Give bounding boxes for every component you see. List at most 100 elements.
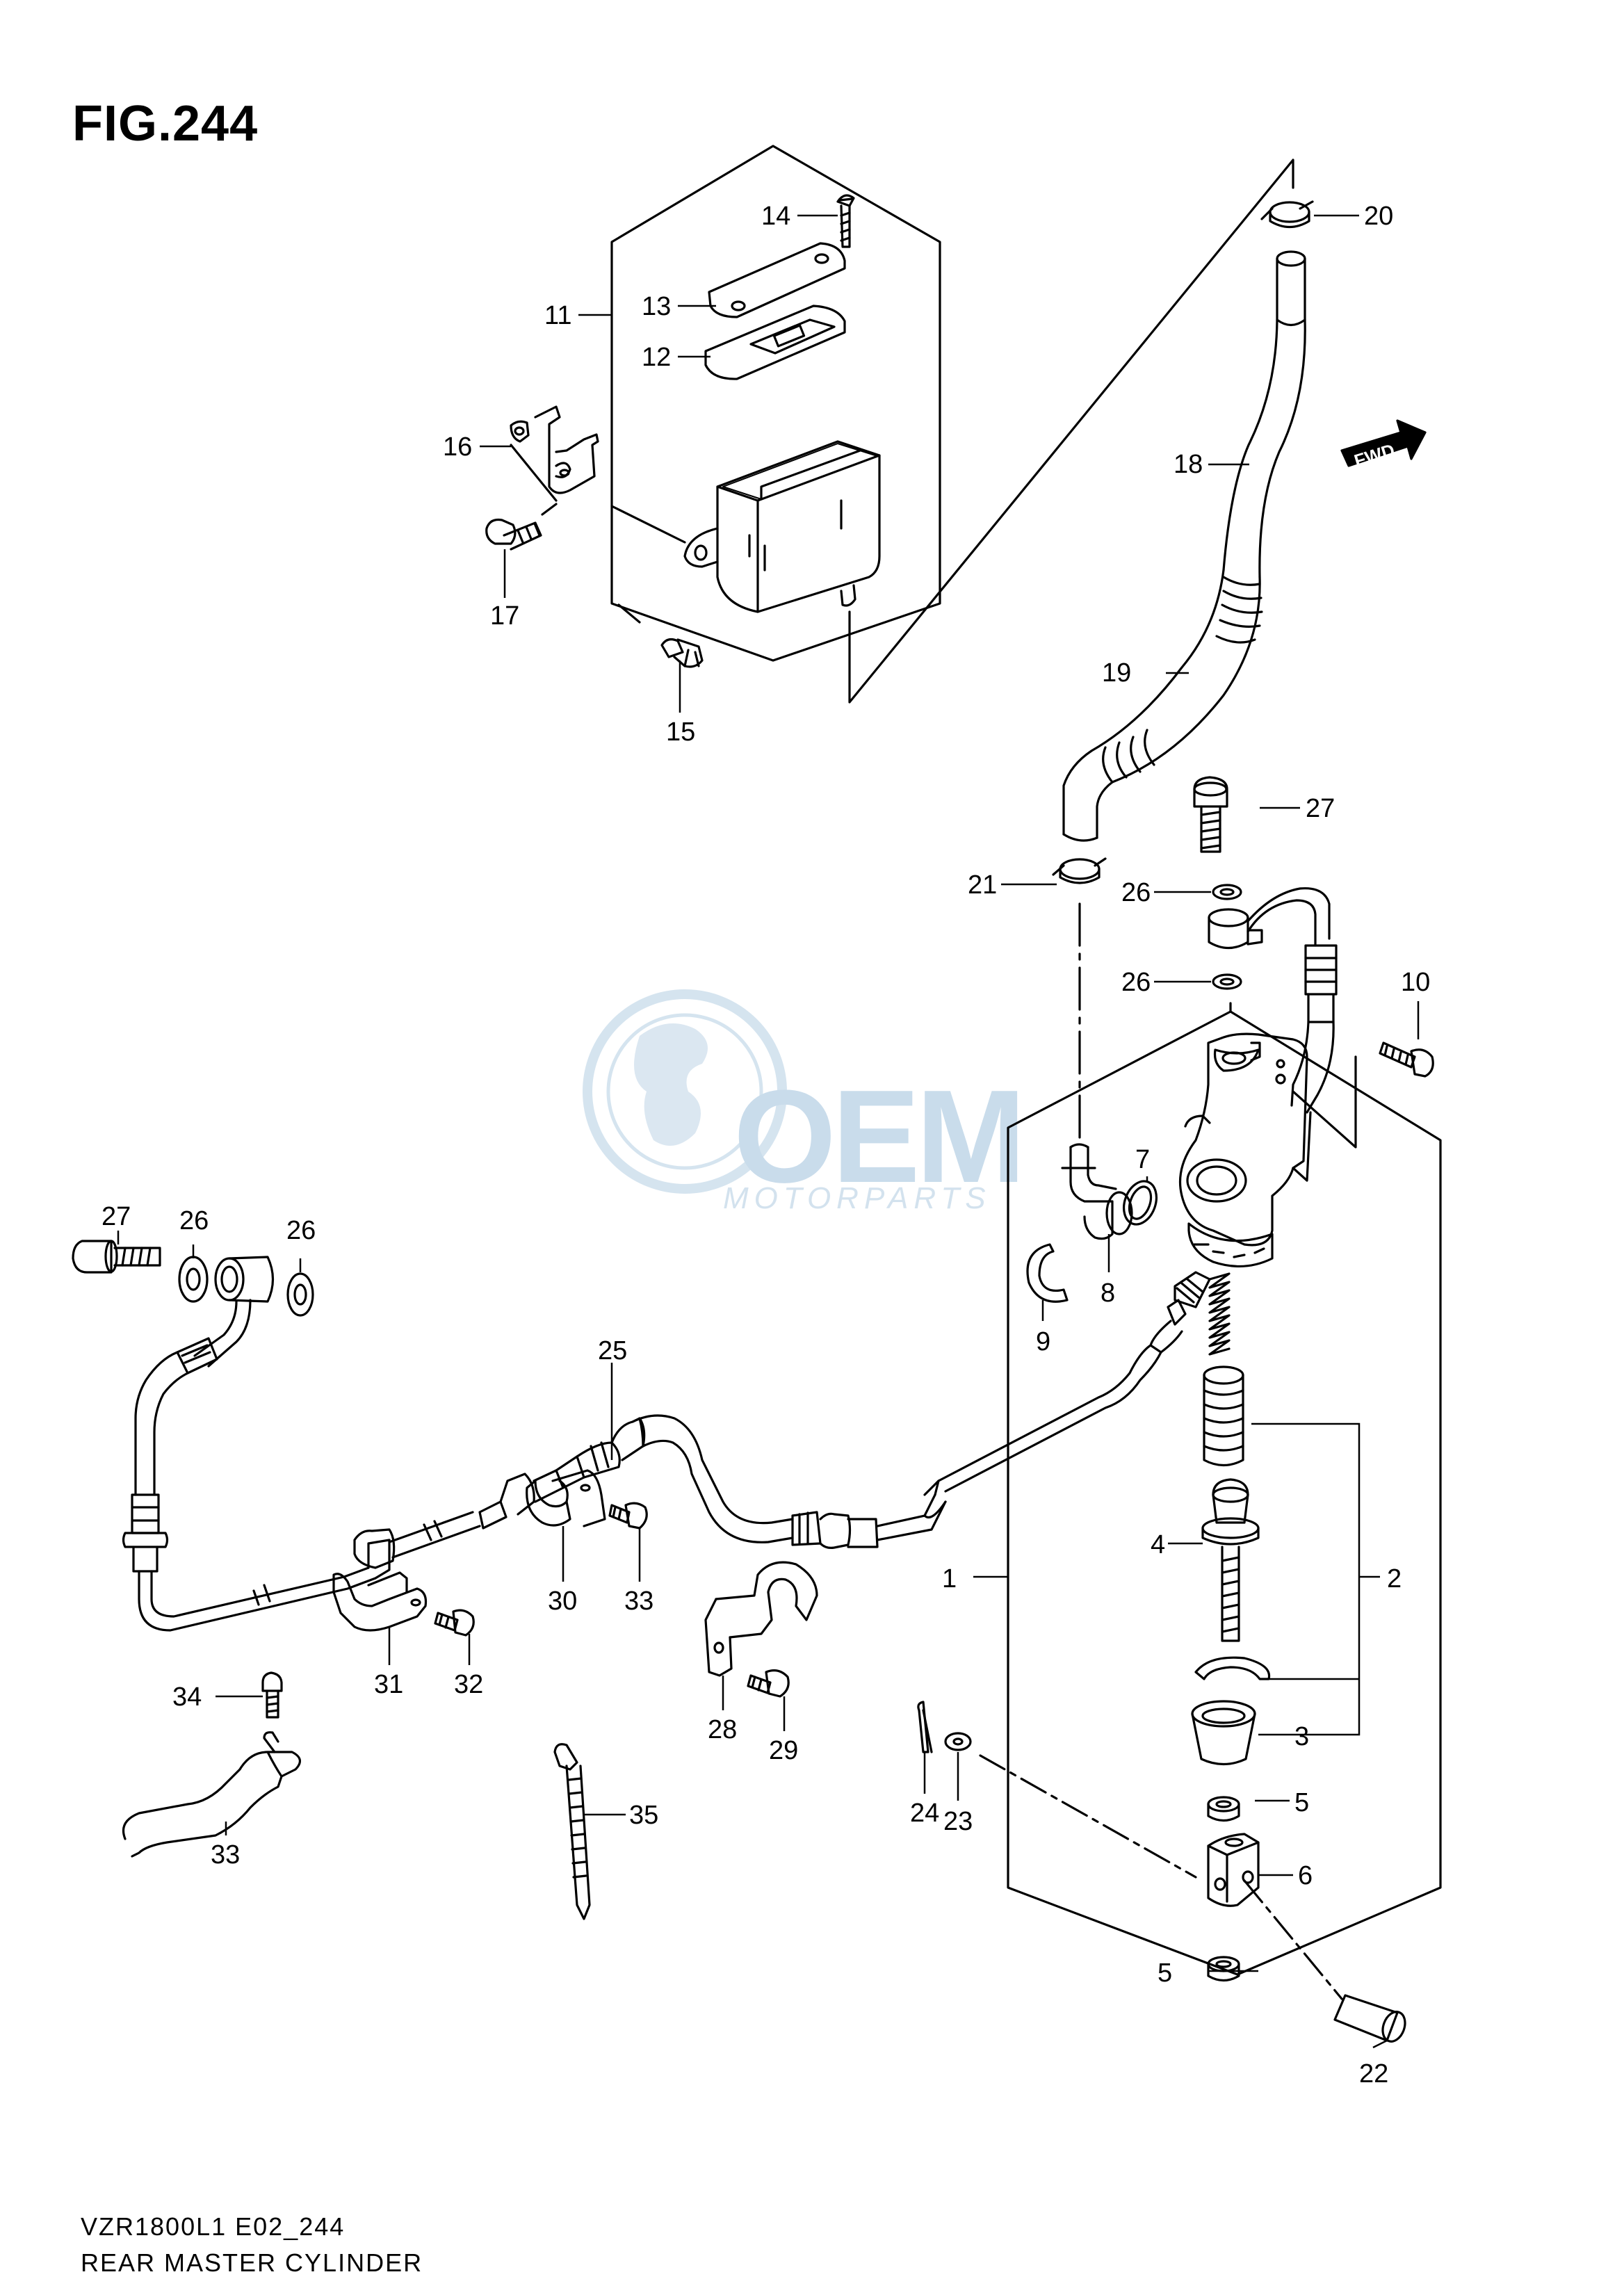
- callout-26-upper-a: 26: [1121, 878, 1151, 907]
- reservoir-group-outline: [610, 145, 941, 662]
- callout-8: 8: [1101, 1279, 1115, 1308]
- clevis-6: [1207, 1833, 1260, 1907]
- screw-14: [836, 194, 855, 248]
- callout-19: 19: [1102, 658, 1131, 688]
- callout-31: 31: [374, 1670, 403, 1699]
- washer-23: [944, 1732, 1197, 1879]
- bolt-10: [1379, 1041, 1434, 1078]
- bolt-17: [485, 503, 558, 551]
- callout-6: 6: [1298, 1861, 1313, 1890]
- washer-26-left-b: [286, 1272, 314, 1317]
- bolt-29: [747, 1669, 790, 1698]
- bolt-32: [434, 1609, 475, 1637]
- fwd-arrow-icon: [1340, 419, 1427, 467]
- pushrod-4: [1201, 1478, 1260, 1642]
- callout-34: 34: [172, 1682, 202, 1712]
- washer-26-upper-a: [1212, 884, 1242, 900]
- hose-fitting-lower: [923, 1271, 1211, 1496]
- callout-12: 12: [642, 343, 671, 372]
- piston-seal-set: [1203, 1365, 1244, 1467]
- callout-32: 32: [454, 1670, 483, 1699]
- callout-15: 15: [666, 717, 695, 747]
- boot-3: [1191, 1700, 1256, 1766]
- clevis-pin-22: [1243, 1879, 1406, 2043]
- banjo-fitting-left: [193, 1256, 275, 1368]
- bolt-33-center: [608, 1502, 648, 1530]
- return-spring: [1208, 1272, 1231, 1356]
- callout-11: 11: [544, 301, 571, 330]
- clamp-31: [332, 1571, 428, 1632]
- callout-3: 3: [1294, 1722, 1309, 1751]
- reservoir-hose-18: [1222, 250, 1306, 578]
- callout-9: 9: [1036, 1327, 1050, 1356]
- callout-14: 14: [761, 202, 790, 231]
- bolt-15: [660, 638, 704, 668]
- callout-21: 21: [968, 870, 997, 900]
- clamp-28: [704, 1561, 818, 1677]
- hose-clamp-21: [1052, 857, 1107, 884]
- callout-30: 30: [548, 1587, 577, 1616]
- callout-17: 17: [490, 601, 519, 631]
- callout-33-center: 33: [624, 1587, 653, 1616]
- assembly-lead-lines: [1229, 1002, 1357, 1149]
- callout-18: 18: [1174, 450, 1203, 479]
- reservoir-bracket-lead: [617, 159, 1294, 704]
- hose-clamp-20: [1260, 200, 1314, 229]
- callout-5-lower: 5: [1158, 1959, 1172, 1988]
- bolt-34: [261, 1671, 283, 1719]
- leader-lines: [117, 214, 1420, 2049]
- master-cylinder-body: [1179, 1032, 1312, 1267]
- callout-26-upper-b: 26: [1121, 968, 1151, 997]
- hose-joint-8: [1061, 1143, 1133, 1240]
- reservoir-body: [610, 440, 881, 613]
- watermark-sub-text: MOTORPARTS: [723, 1181, 991, 1215]
- callout-22: 22: [1359, 2059, 1388, 2089]
- watermark: OEM MOTORPARTS: [583, 989, 1026, 1215]
- callout-2: 2: [1387, 1564, 1402, 1593]
- callout-1: 1: [942, 1564, 957, 1593]
- callout-16: 16: [443, 432, 472, 462]
- callout-5-upper: 5: [1294, 1788, 1309, 1817]
- hose-protector-19: [1062, 569, 1263, 842]
- callout-26-left-a: 26: [179, 1206, 209, 1235]
- callout-33-left: 33: [211, 1840, 240, 1870]
- callout-7: 7: [1135, 1145, 1150, 1174]
- callout-13: 13: [642, 292, 671, 321]
- callout-4: 4: [1151, 1530, 1165, 1559]
- callout-20: 20: [1364, 202, 1393, 231]
- cable-tie-35: [553, 1743, 591, 1920]
- circlip-9: [1026, 1243, 1069, 1303]
- callout-35: 35: [629, 1801, 658, 1830]
- figure-caption: REAR MASTER CYLINDER: [81, 2248, 423, 2277]
- clamp-30: [526, 1469, 606, 1527]
- figure-title: FIG.244: [72, 96, 259, 152]
- watermark-main-text: OEM: [733, 1063, 1022, 1210]
- nut-5-upper: [1207, 1796, 1240, 1822]
- wire-clip-33-left: [122, 1731, 301, 1858]
- bracket-16: [510, 405, 599, 502]
- o-ring-7: [1123, 1180, 1158, 1226]
- master-cylinder-assembly-outline: [1007, 1010, 1442, 1976]
- banjo-fitting-upper: [1208, 887, 1338, 1114]
- callout-25: 25: [598, 1336, 627, 1365]
- brake-hose-25: [122, 1337, 947, 1632]
- callout-28: 28: [708, 1715, 737, 1744]
- continents-watermark-icon: [634, 1023, 708, 1146]
- union-bolt-27-upper: [1193, 776, 1228, 853]
- reservoir-diaphragm: [704, 305, 846, 380]
- callouts: 1 2 3 4 5 5 6 7 8 9 10 11 12 13 14 15 16…: [102, 202, 1430, 2089]
- callout-10: 10: [1401, 968, 1430, 997]
- union-bolt-27-left: [72, 1240, 161, 1274]
- washer-26-left-a: [178, 1256, 209, 1303]
- callout-27-upper: 27: [1306, 794, 1335, 823]
- circlip-2: [1194, 1656, 1271, 1680]
- reservoir-cap: [708, 242, 846, 318]
- callout-26-left-b: 26: [286, 1216, 316, 1245]
- callout-29: 29: [769, 1736, 798, 1765]
- washer-26-upper-b: [1212, 973, 1242, 990]
- cotter-pin-24: [917, 1701, 933, 1753]
- model-code: VZR1800L1 E02_244: [81, 2212, 346, 2241]
- callout-27-left: 27: [102, 1202, 131, 1231]
- globe-watermark-icon: [583, 989, 787, 1194]
